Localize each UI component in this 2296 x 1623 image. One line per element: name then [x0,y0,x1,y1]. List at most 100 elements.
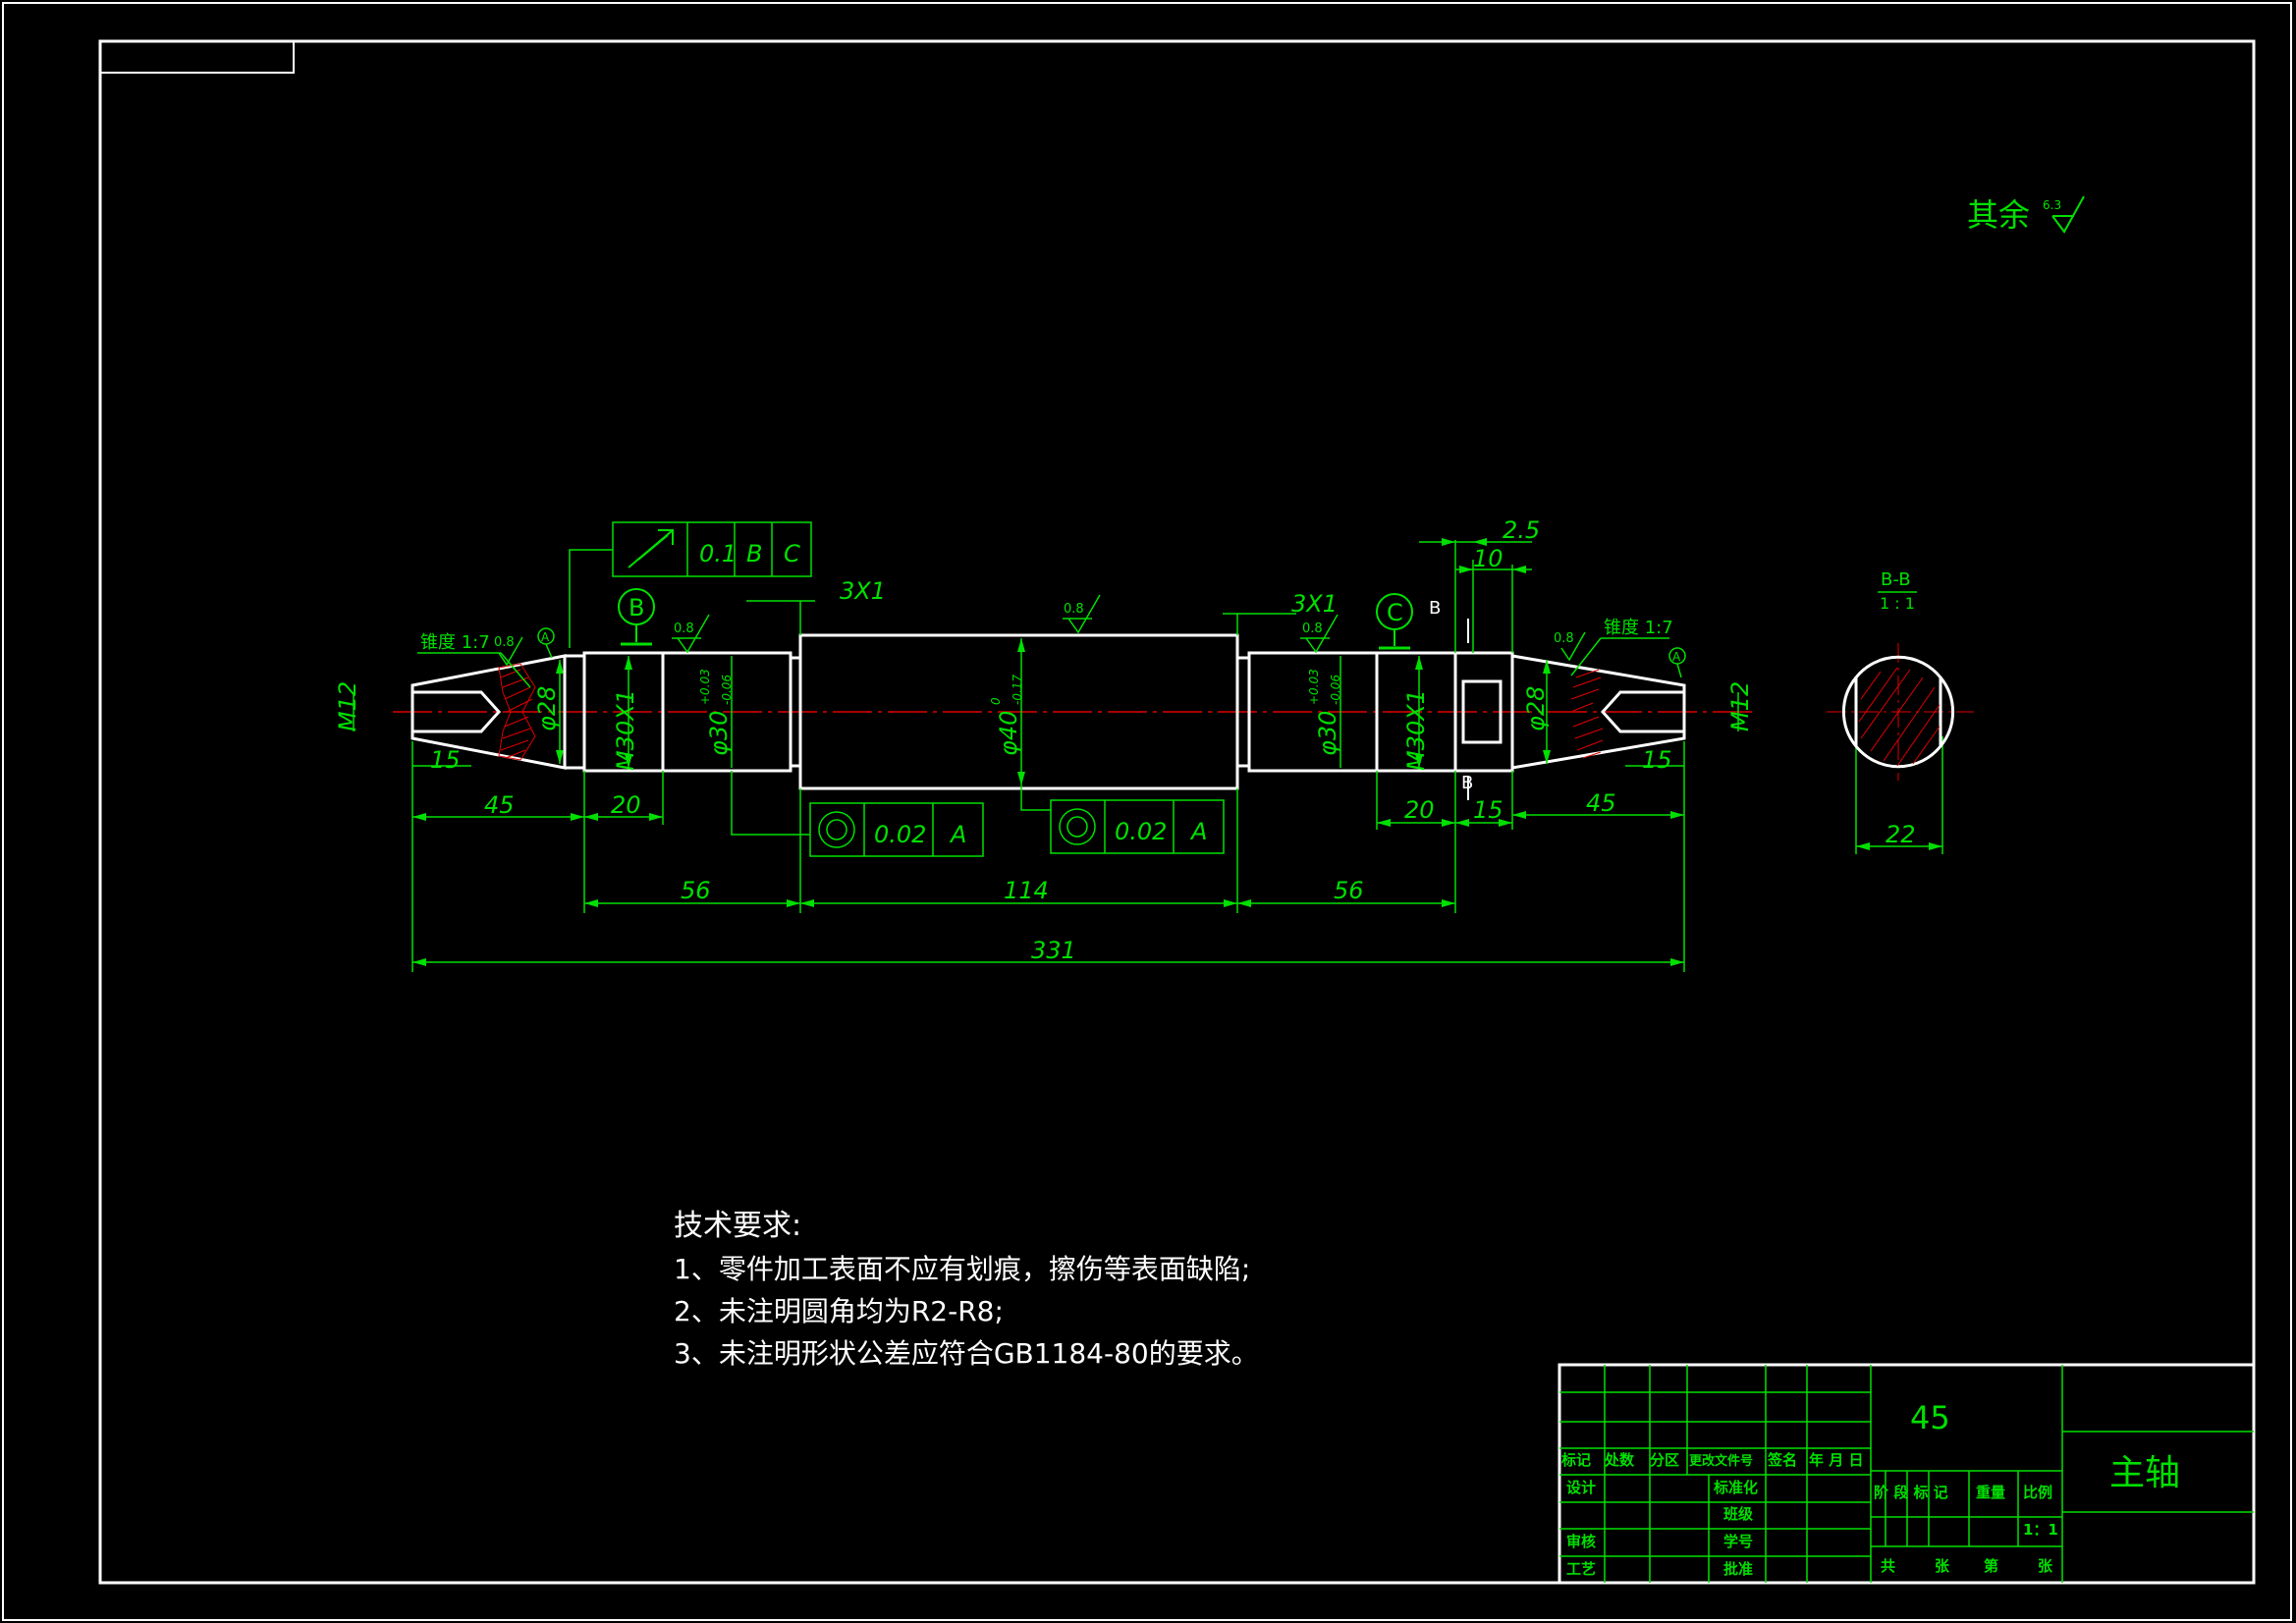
sheet-total: 共 [1881,1557,1895,1575]
dim-3x1-left: 3X1 [840,577,886,605]
circ1-tol: 0.02 [874,821,926,848]
dim-56-left: 56 [681,877,711,904]
tech-req-item-1: 1、零件加工表面不应有划痕，擦伤等表面缺陷; [674,1253,1250,1285]
header-sign: 签名 [1767,1451,1797,1469]
dim-20-right: 20 [1404,796,1435,824]
dim-15-right: 15 [1642,746,1672,774]
tech-req-item-3: 3、未注明形状公差应符合GB1184-80的要求。 [674,1337,1259,1370]
label-approve: 批准 [1723,1560,1753,1578]
corner-label-box [99,40,295,74]
circularity-frame-1: 0.02 A [731,771,984,857]
section-b-b: B-B 1 : 1 [1827,569,1974,781]
datum-a-left: A [541,630,550,644]
m12-left: M12 [334,681,361,731]
dim-3x1-right: 3X1 [1291,590,1338,618]
dim-20-left: 20 [611,791,641,819]
material: 45 [1910,1399,1950,1436]
header-doc-no: 更改文件号 [1689,1453,1753,1469]
label-class: 班级 [1723,1505,1754,1523]
phi30-left: φ30 [705,711,733,756]
tol30-right-up: +0.03 [1307,669,1321,705]
header-date: 年 月 日 [1809,1451,1863,1469]
roughness-3: 0.8 [1064,602,1084,617]
circularity-icon [1059,808,1096,845]
datum-b: B [629,594,644,622]
tol30-left-up: +0.03 [698,669,712,705]
label-design: 设计 [1566,1479,1596,1496]
surface-note-value: 6.3 [2043,198,2061,212]
datum-markers: A A B C B B [537,588,1686,800]
circularity-icon [818,811,855,848]
section-scale: 1 : 1 [1880,594,1915,613]
circ2-tol: 0.02 [1115,818,1167,845]
phi28-right: φ28 [1522,686,1550,731]
label-stage: 阶 段 标 记 [1874,1484,1948,1501]
header-zone: 分区 [1650,1451,1679,1469]
roughness-1: 0.8 [494,635,515,650]
tol40-lo: -0.17 [1011,675,1024,705]
section-mark-top: B [1429,598,1441,619]
roughness-2: 0.8 [674,622,694,636]
phi28-left: φ28 [533,686,561,731]
shaft-outline [410,633,1686,790]
taper-note-left: 锥度 1:7 [420,632,490,653]
label-student-id: 学号 [1723,1533,1753,1550]
phi30-right: φ30 [1314,711,1341,756]
datum-c: C [1387,599,1403,626]
diameter-labels: M12 M12 φ28 φ28 M30X1 M30X1 φ30 +0.03 -0… [334,669,1754,771]
runout-ref2: C [784,540,800,568]
dim-331: 331 [1031,937,1076,964]
roughness-marks: 0.8 0.8 0.8 0.8 0.8 [494,594,1586,667]
roughness-symbol-icon [2051,195,2085,234]
m30-right: M30X1 [1402,689,1430,771]
tol30-left-lo: -0.06 [720,675,734,705]
phi40: φ40 [995,711,1022,756]
dim-45-left: 45 [484,791,515,819]
label-scale: 比例 [2023,1484,2052,1501]
label-process: 工艺 [1566,1560,1596,1578]
circ1-ref: A [949,821,966,848]
datum-a-right: A [1672,650,1681,664]
sheet-unit-2: 张 [2038,1557,2053,1575]
dim-22: 22 [1886,821,1916,848]
dimension-texts: 2.5 10 3X1 3X1 15 45 20 56 114 56 20 15 … [430,516,1916,964]
runout-arrow-icon [628,529,674,568]
dimension-lines [353,540,1943,972]
label-review: 审核 [1566,1533,1596,1550]
sheet-unit-1: 张 [1935,1557,1950,1575]
tech-requirements: 技术要求: 1、零件加工表面不应有划痕，擦伤等表面缺陷; 2、未注明圆角均为R2… [674,1209,1259,1370]
circularity-frame-2: 0.02 A [1020,785,1225,854]
taper-note-right: 锥度 1:7 [1604,618,1673,638]
tol40-up: 0 [989,697,1003,705]
m30-left: M30X1 [612,689,639,771]
roughness-4: 0.8 [1302,622,1323,636]
surface-note-text: 其余 [1967,196,2030,234]
label-standard: 标准化 [1713,1479,1758,1496]
tol30-right-lo: -0.06 [1329,675,1342,705]
tech-req-item-2: 2、未注明圆角均为R2-R8; [674,1295,1004,1327]
dim-114: 114 [1004,877,1049,904]
dim-56-right: 56 [1334,877,1364,904]
dim-15-left: 15 [430,746,461,774]
circ2-ref: A [1189,818,1207,845]
roughness-5: 0.8 [1554,631,1574,646]
dim-45-right: 45 [1586,789,1616,817]
right-center-hole [1570,669,1684,759]
title-block: 45 主轴 标记 处数 分区 更改文件号 签名 年 月 日 设计 审核 工艺 标… [1558,1363,2256,1585]
header-mark: 标记 [1560,1451,1591,1469]
dim-2-5: 2.5 [1503,516,1540,544]
runout-frame: 0.1 B C [569,521,812,648]
label-weight: 重量 [1976,1484,2005,1501]
tech-req-title: 技术要求: [674,1209,801,1243]
sheet-no: 第 [1984,1557,1998,1575]
header-count: 处数 [1604,1451,1635,1469]
section-title: B-B [1881,569,1911,590]
part-name: 主轴 [2109,1453,2180,1493]
scale-value: 1：1 [2023,1521,2058,1539]
runout-ref1: B [746,540,762,568]
dimension-arrows [412,538,1942,966]
inner-frame [98,39,2256,1585]
m12-right: M12 [1726,681,1754,731]
